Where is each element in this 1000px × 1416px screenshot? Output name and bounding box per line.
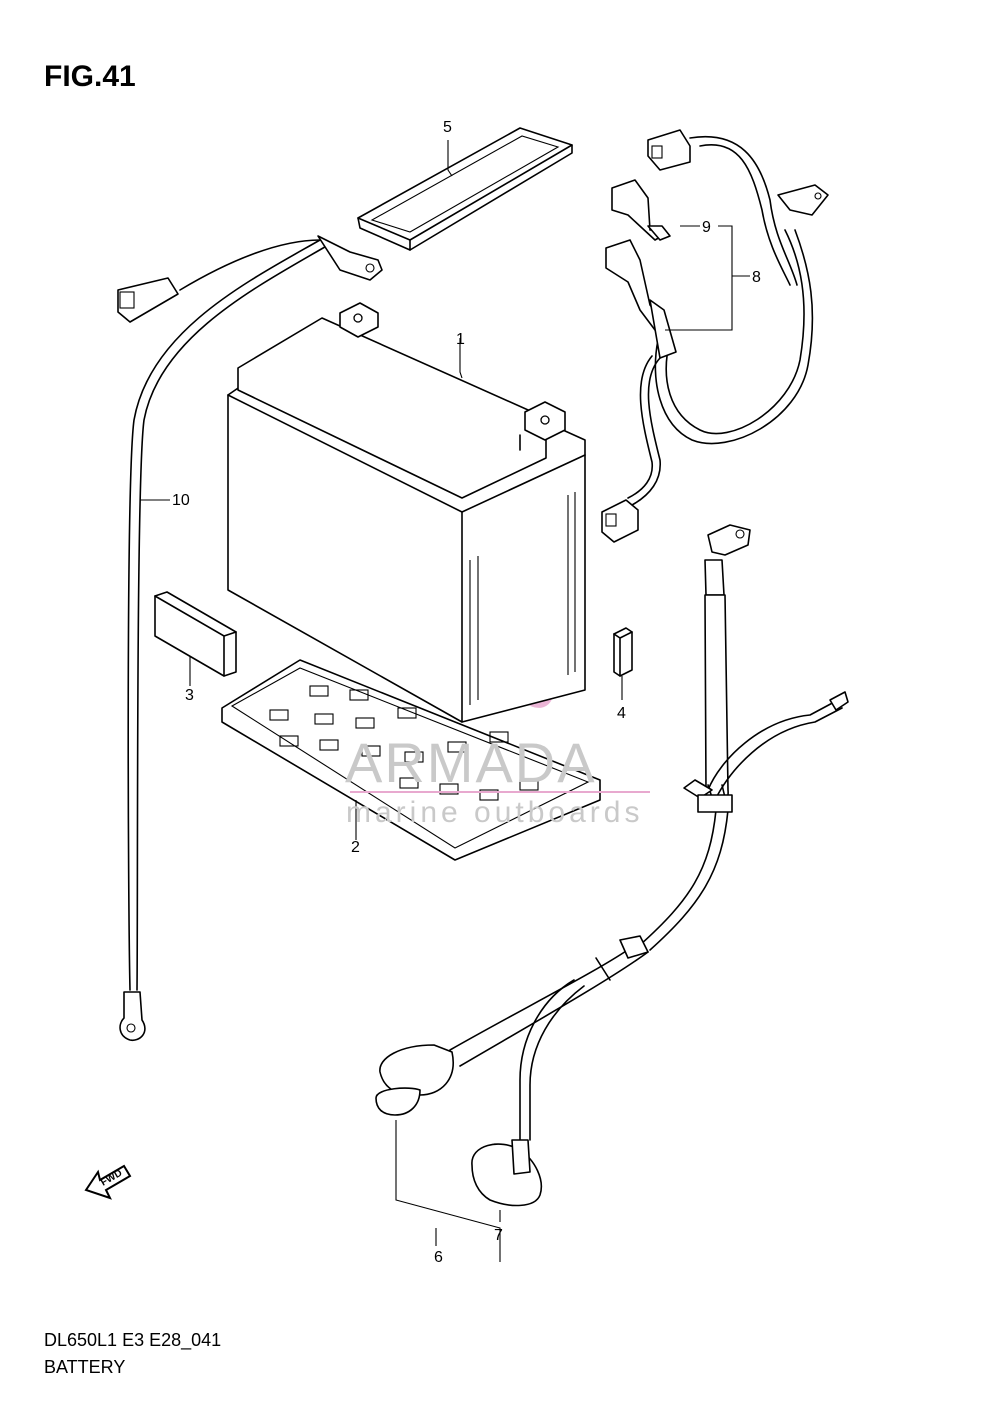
battery-band [357,127,573,251]
callout-2: 2 [351,839,360,856]
leader-lines [140,140,750,1262]
starter-cable [375,524,849,1207]
negative-cable [117,235,383,1042]
watermark: ARMADA marine outboards [345,731,650,829]
callout-6: 6 [434,1249,443,1266]
callout-7: 7 [494,1227,503,1244]
callout-4: 4 [617,705,626,722]
diagram-name: BATTERY [44,1357,126,1377]
cushion [613,627,633,677]
pad [154,591,237,677]
battery-tray [221,659,601,861]
battery [227,302,586,723]
callout-3: 3 [185,687,194,704]
callout-5: 5 [443,119,452,136]
callout-8: 8 [752,269,761,286]
callouts: 1 2 3 4 5 6 7 8 9 10 [172,119,761,1266]
callout-10: 10 [172,492,190,509]
positive-cable [601,129,829,543]
callout-1: 1 [456,331,465,348]
diagram-code: DL650L1 E3 E28_041 [44,1330,222,1350]
callout-9: 9 [702,219,711,236]
figure-title: FIG.41 [44,60,136,93]
watermark-tagline: marine outboards [346,796,643,829]
watermark-brand: ARMADA [345,731,597,794]
fwd-arrow-icon: FWD [84,1164,132,1200]
